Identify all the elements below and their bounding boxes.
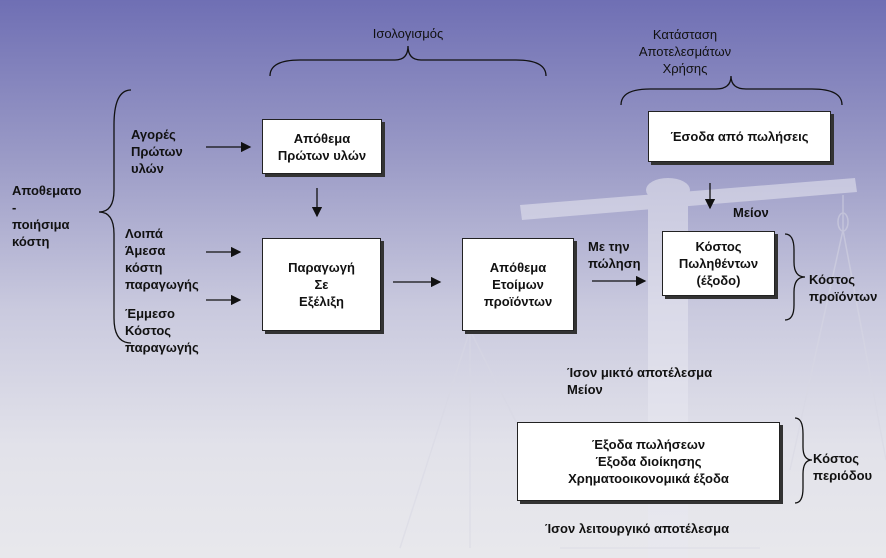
- label-operating-result: Ίσον λειτουργικό αποτέλεσμα: [545, 521, 730, 536]
- header-balance-sheet: Ισολογισμός: [372, 26, 444, 41]
- box-work-in-progress: Παραγωγή Σε Εξέλιξη: [262, 238, 381, 331]
- label-period-costs: Κόστος περιόδου: [813, 451, 873, 483]
- box-revenue: Έσοδα από πωλήσεις: [648, 111, 831, 162]
- brace-inventory-costs: [98, 89, 132, 344]
- brace-period-costs: [794, 417, 813, 504]
- label-raw-purchases: Αγορές Πρώτων υλών: [131, 127, 183, 176]
- box-raw-inventory: Απόθεμα Πρώτων υλών: [262, 119, 382, 174]
- brace-balance-sheet: [269, 45, 547, 77]
- box-finished-goods: Απόθεμα Ετοίμων προϊόντων: [462, 238, 574, 331]
- header-income-statement: Κατάσταση Αποτελεσμάτων Χρήσης: [638, 27, 732, 76]
- box-period-expenses: Έξοδα πωλήσεων Έξοδα διοίκησης Χρηματοοι…: [517, 422, 780, 501]
- box-cogs: Κόστος Πωληθέντων (έξοδο): [662, 231, 775, 296]
- label-product-costs: Κόστος προϊόντων: [809, 272, 878, 304]
- label-on-sale: Με την πώληση: [588, 239, 641, 271]
- brace-income-statement: [620, 75, 843, 106]
- label-inventory-costs: Αποθεματο - ποιήσιμα κόστη: [12, 183, 82, 249]
- label-indirect-costs: Έμμεσο Κόστος παραγωγής: [125, 306, 199, 355]
- label-minus: Μείον: [733, 205, 769, 220]
- label-direct-costs: Λοιπά Άμεσα κόστη παραγωγής: [125, 226, 199, 292]
- brace-product-costs: [784, 233, 806, 321]
- label-gross-profit: Ίσον μικτό αποτέλεσμα Μείον: [567, 365, 713, 397]
